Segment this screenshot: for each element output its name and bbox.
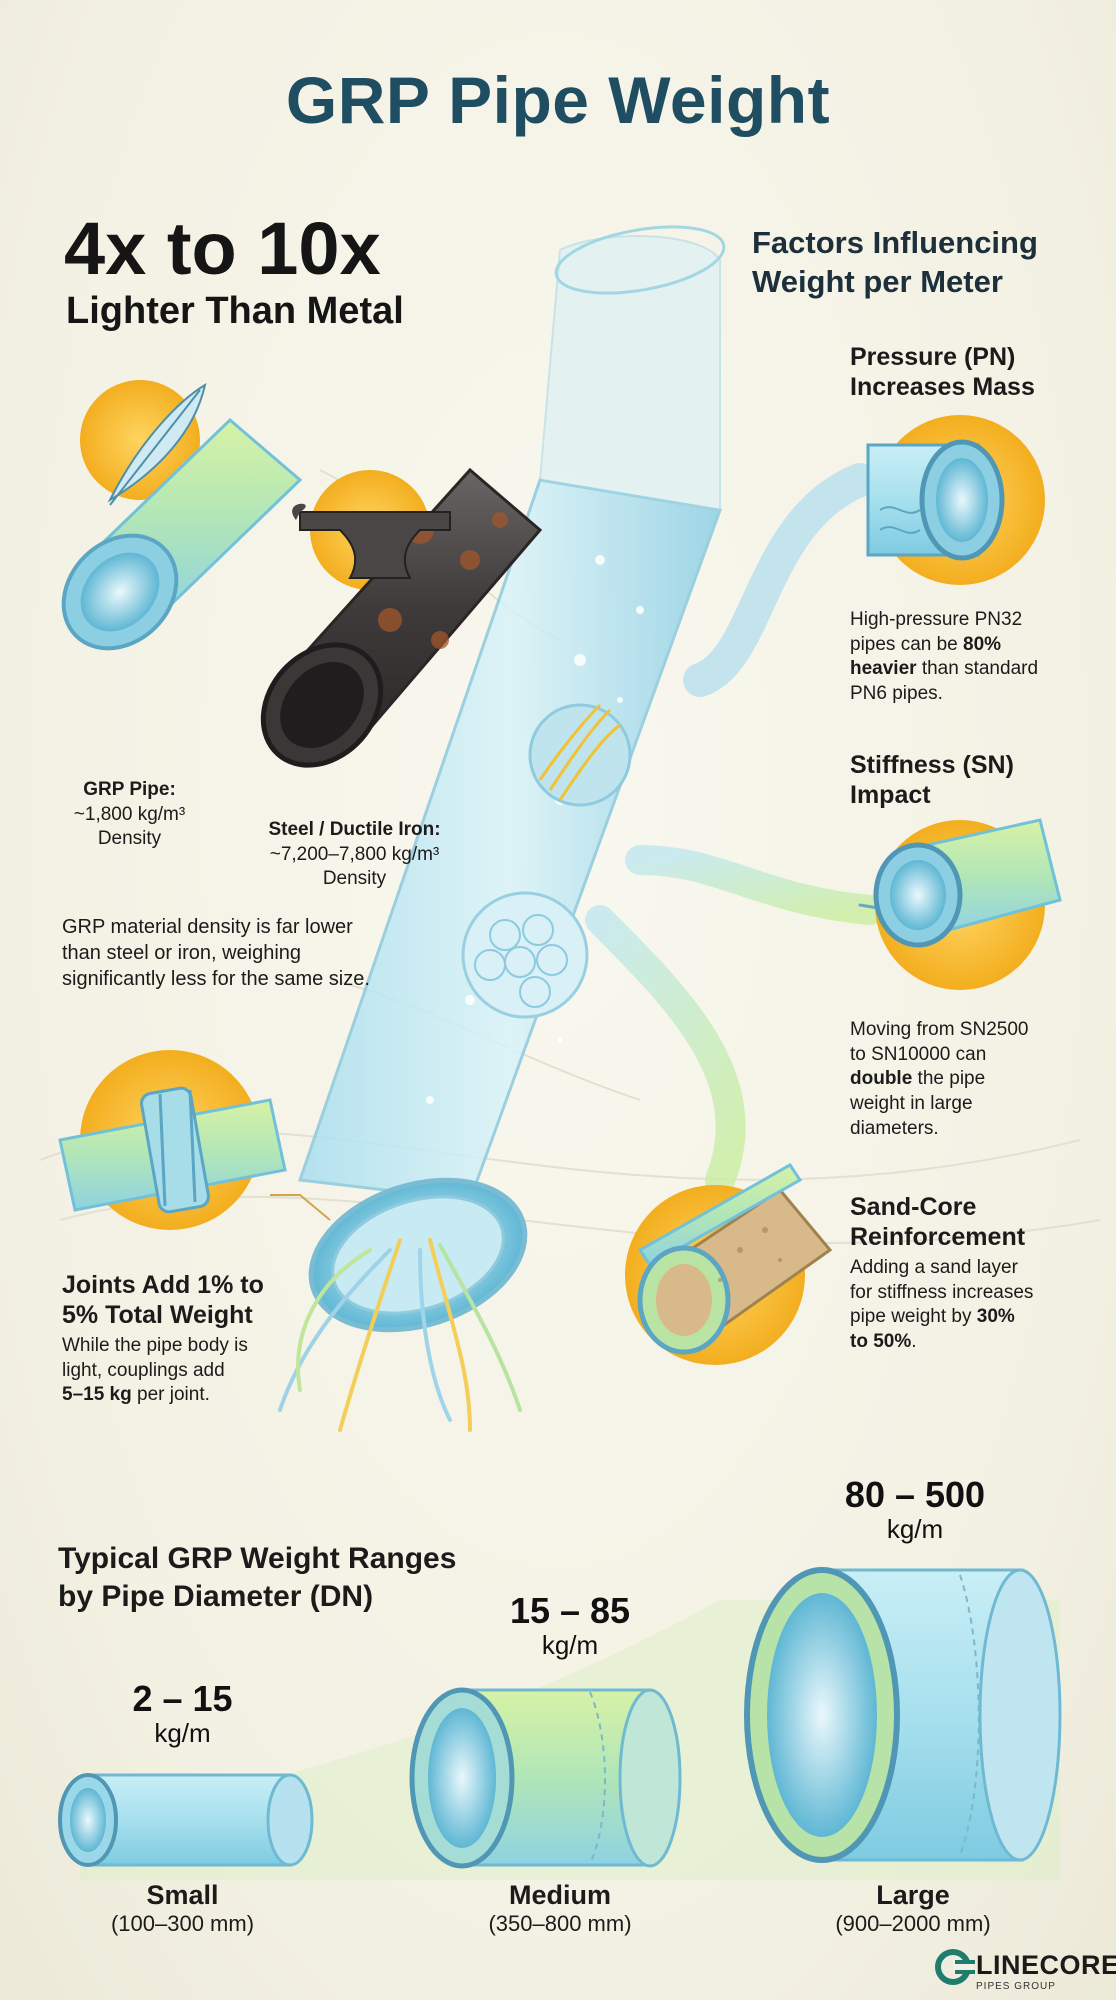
size-medium-range: 15 – 85 kg/m — [470, 1592, 670, 1661]
factors-heading-line: Factors Influencing — [752, 225, 1038, 260]
pressure-body: High-pressure PN32 pipes can be 80% heav… — [850, 608, 1100, 707]
logo-tagline: PIPES GROUP — [976, 1981, 1056, 1992]
sandcore-heading: Reinforcement — [850, 1223, 1026, 1251]
sandcore-heading: Sand-Core — [850, 1193, 977, 1221]
ranges-heading-line: by Pipe Diameter (DN) — [58, 1579, 374, 1613]
steel-density-label: Steel / Ductile Iron: — [268, 819, 441, 840]
pressure-body-line: High-pressure PN32 — [850, 609, 1023, 630]
grp-density-unit: Density — [97, 828, 162, 850]
size-medium-label: Medium (350–800 mm) — [455, 1880, 665, 1937]
stiffness-body: Moving from SN2500 to SN10000 can double… — [850, 1018, 1100, 1141]
joints-body-tail: per joint. — [131, 1384, 210, 1406]
joints-heading: 5% Total Weight — [62, 1301, 253, 1329]
density-note: GRP material density is far lower than s… — [62, 914, 432, 992]
pressure-body-line: than standard — [916, 658, 1039, 680]
density-note-line: GRP material density is far lower — [62, 916, 353, 938]
pressure-body-line: PN6 pipes. — [850, 683, 943, 705]
size-range-unit: kg/m — [154, 1717, 211, 1748]
joints-block: Joints Add 1% to 5% Total Weight While t… — [62, 1270, 342, 1408]
size-cylinders — [58, 1567, 1062, 1880]
size-name: Small — [146, 1880, 219, 1910]
size-range-value: 15 – 85 — [509, 1590, 631, 1631]
stiffness-body-line: weight in large — [850, 1093, 973, 1115]
steel-pipe-illustration — [260, 467, 543, 768]
size-mm: (100–300 mm) — [110, 1911, 255, 1936]
stiffness-heading: Impact — [850, 781, 931, 809]
factors-heading-line: Weight per Meter — [752, 263, 1003, 299]
size-small-range: 2 – 15 kg/m — [100, 1680, 265, 1749]
sandcore-percent-high: to 50% — [850, 1331, 912, 1353]
density-note-line: significantly less for the same size. — [62, 968, 370, 990]
factors-heading: Factors Influencing Weight per Meter — [752, 224, 1092, 302]
sandcore-percent-low: 30% — [976, 1306, 1015, 1328]
stiffness-body-line: diameters. — [850, 1117, 939, 1139]
stiffness-heading: Stiffness (SN) — [850, 751, 1014, 779]
linecore-logo: LINECORE PIPES GROUP — [976, 1950, 1116, 1992]
pressure-heading: Increases Mass — [850, 373, 1035, 401]
grp-density-block: GRP Pipe: ~1,800 kg/m³ Density — [52, 778, 207, 852]
subheadline: Lighter Than Metal — [66, 290, 404, 332]
joint-illustration — [58, 1050, 331, 1230]
stiffness-pipe-illustration — [873, 818, 1062, 990]
stiffness-body-line: the pipe — [912, 1068, 986, 1090]
steel-density-block: Steel / Ductile Iron: ~7,200–7,800 kg/m³… — [242, 818, 467, 892]
pressure-heading: Pressure (PN) — [850, 343, 1016, 371]
size-large-label: Large (900–2000 mm) — [808, 1880, 1018, 1937]
sandcore-body-line: for stiffness increases — [850, 1281, 1034, 1303]
size-small-label: Small (100–300 mm) — [80, 1880, 285, 1937]
pressure-percent: 80% — [963, 633, 1002, 655]
stiffness-double: double — [850, 1068, 913, 1090]
density-note-line: than steel or iron, weighing — [62, 942, 302, 964]
joints-body-line: While the pipe body is — [62, 1335, 248, 1356]
sandcore-body-line: Adding a sand layer — [850, 1257, 1018, 1278]
sandcore-body: Adding a sand layer for stiffness increa… — [850, 1256, 1100, 1355]
pressure-heavier: heavier — [850, 658, 917, 680]
stiffness-heading-block: Stiffness (SN) Impact — [850, 750, 1100, 810]
size-name: Large — [876, 1880, 950, 1910]
flow-branches — [585, 463, 892, 1195]
steel-density-unit: Density — [322, 868, 387, 890]
ranges-heading: Typical GRP Weight Ranges by Pipe Diamet… — [58, 1540, 518, 1615]
grp-density-value: ~1,800 kg/m³ — [73, 803, 186, 825]
central-pipe — [278, 225, 726, 1432]
pressure-body-line: pipes can be — [850, 633, 964, 655]
joints-body-line: light, couplings add — [62, 1359, 225, 1381]
grp-pipe-illustration — [61, 380, 303, 651]
sandcore-body-line: . — [911, 1331, 917, 1353]
page-title: GRP Pipe Weight — [285, 63, 831, 137]
size-range-unit: kg/m — [886, 1513, 944, 1544]
pressure-pipe-illustration — [866, 415, 1045, 585]
size-name: Medium — [508, 1880, 611, 1910]
ranges-heading-line: Typical GRP Weight Ranges — [58, 1542, 457, 1575]
size-mm: (350–800 mm) — [488, 1911, 632, 1936]
size-range-value: 80 – 500 — [844, 1474, 986, 1515]
linecore-logo-icon — [935, 1949, 975, 1985]
headline: 4x to 10x — [64, 207, 381, 290]
joints-weight-range: 5–15 kg — [62, 1384, 132, 1406]
pressure-heading-block: Pressure (PN) Increases Mass — [850, 342, 1100, 402]
stiffness-body-line: to SN10000 can — [850, 1043, 987, 1065]
stiffness-body-line: Moving from SN2500 — [850, 1019, 1029, 1040]
size-range-unit: kg/m — [541, 1629, 599, 1660]
sandcore-heading-block: Sand-Core Reinforcement — [850, 1192, 1100, 1252]
size-large-range: 80 – 500 kg/m — [810, 1476, 1020, 1545]
joints-heading: Joints Add 1% to — [62, 1271, 264, 1299]
sandcore-pipe-illustration — [625, 1163, 833, 1365]
grp-density-label: GRP Pipe: — [83, 779, 176, 800]
steel-density-value: ~7,200–7,800 kg/m³ — [269, 843, 440, 865]
size-range-value: 2 – 15 — [132, 1678, 233, 1719]
logo-name: LINECORE — [976, 1950, 1116, 1980]
sandcore-body-line: pipe weight by — [850, 1306, 977, 1328]
size-mm: (900–2000 mm) — [835, 1911, 991, 1936]
